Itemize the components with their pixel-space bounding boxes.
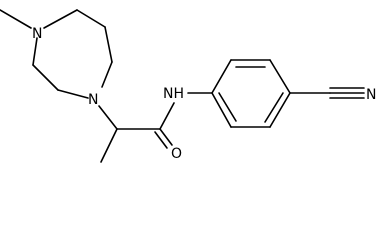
bond-carbonyl-nh xyxy=(159,102,175,130)
bond-ring-6 xyxy=(32,64,59,91)
bond-ring-5 xyxy=(57,89,89,99)
atom-label-n-amide: NH xyxy=(163,86,184,102)
bond-co-b xyxy=(154,131,168,149)
bond-ring-3 xyxy=(104,26,113,63)
bond-benz-1 xyxy=(211,59,232,94)
bond-benz-6 xyxy=(211,92,232,128)
atom-label-n-ring-bottom: N xyxy=(88,92,98,108)
structure-diagram: N N NH O N xyxy=(0,9,376,163)
bond-ch-methyl xyxy=(100,128,118,163)
bonds xyxy=(0,9,365,163)
atom-label-n-ring-top: N xyxy=(32,26,42,42)
atom-label-o-carbonyl: O xyxy=(171,146,182,162)
bond-n-ch xyxy=(98,105,118,130)
bond-benz-inner-2 xyxy=(264,92,284,123)
atom-label-n-nitrile: N xyxy=(366,87,376,103)
bond-ring-4 xyxy=(101,61,113,88)
bond-co-a xyxy=(159,128,173,146)
bond-benz-3 xyxy=(269,59,291,94)
bond-ring-1 xyxy=(43,9,78,29)
bond-benz-inner-3 xyxy=(218,92,237,122)
bond-benz-4 xyxy=(269,92,291,128)
bond-ring-2 xyxy=(76,9,106,28)
bond-ring-7 xyxy=(32,37,38,66)
bond-methyl-n xyxy=(0,9,32,29)
atom-labels: N N NH O N xyxy=(32,26,376,162)
